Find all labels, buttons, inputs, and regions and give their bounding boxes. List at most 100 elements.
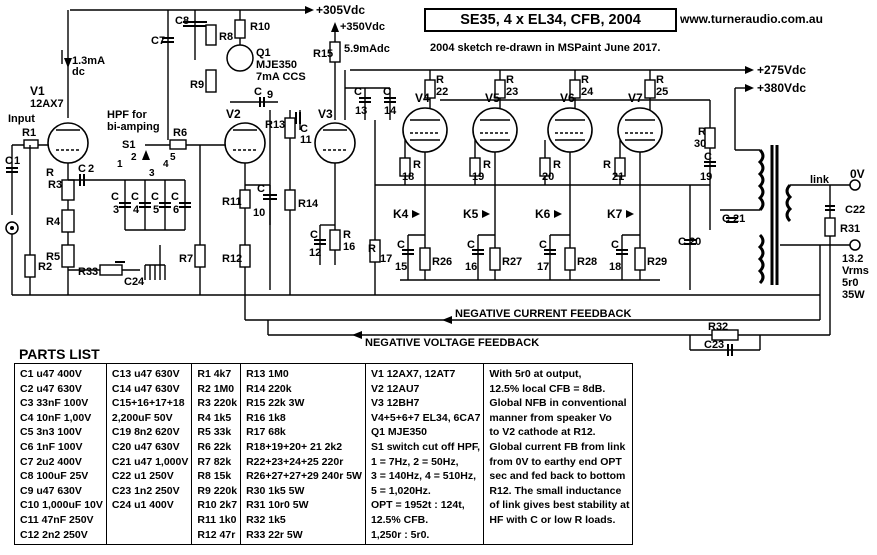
resistor-r11 (239, 189, 251, 209)
svg-text:C: C (397, 239, 405, 251)
svg-text:2: 2 (88, 163, 94, 175)
tube-v2 (224, 122, 266, 164)
parts-list-line: C11 47nF 250V (20, 513, 94, 526)
svg-text:C22: C22 (845, 204, 865, 216)
parts-list-line: R3 220k (197, 397, 238, 410)
svg-text:11: 11 (300, 134, 312, 146)
parts-list-line: C8 100uF 25V (20, 470, 89, 483)
tube-v4-label: V4 (415, 91, 430, 105)
svg-text:17: 17 (380, 253, 392, 265)
opt-primary-lower (757, 233, 765, 285)
svg-text:17: 17 (537, 261, 549, 273)
parts-list-line: C22 u1 250V (111, 470, 174, 483)
parts-list-line: C12 2n2 250V (20, 528, 88, 541)
svg-text:C: C (539, 239, 547, 251)
tube-v7 (617, 107, 663, 153)
parts-list-line: C14 u47 630V (111, 382, 180, 395)
svg-text:R8: R8 (219, 31, 233, 43)
zero-volt-label: 0V (850, 167, 865, 181)
svg-text:Vrms: Vrms (842, 265, 869, 277)
svg-text:R6: R6 (173, 127, 187, 139)
output-stage-v7: R 25 V7 R 21 K7 C 18 R29 (603, 70, 668, 280)
resistor-r12 (239, 244, 251, 268)
parts-list-line: R17 68k (246, 426, 286, 439)
transistor-q1 (226, 44, 254, 72)
resistor-r8 (205, 24, 217, 46)
parts-list-line: Q1 MJE350 (370, 426, 427, 439)
svg-text:20: 20 (542, 171, 554, 183)
resistor-r25 (644, 79, 656, 99)
parts-list-line: C21 u47 1,000V (111, 455, 189, 468)
parts-list-line: C9 u47 630V (20, 484, 82, 497)
output-terminal-hot (849, 239, 861, 251)
svg-text:C24: C24 (124, 276, 145, 288)
resistor-r31 (824, 217, 836, 237)
parts-list-line: from 0V to earthy end OPT (489, 455, 622, 468)
output-stage-v6: R 24 V6 R 20 K6 C 17 R28 (535, 70, 597, 280)
parts-list-line: R2 1M0 (197, 382, 235, 395)
rail-380v-arrow (745, 84, 754, 92)
parts-list-line: R7 82k (197, 455, 232, 468)
switch-s1: S1 (122, 139, 135, 151)
resistor-r22 (424, 79, 436, 99)
svg-text:6: 6 (173, 204, 179, 216)
svg-text:R: R (506, 74, 514, 86)
tube-v6 (547, 107, 593, 153)
svg-text:1.3mA: 1.3mA (72, 55, 105, 67)
website-url: www.turneraudio.com.au (680, 12, 823, 26)
parts-list-line: HF with C or low R loads. (489, 513, 616, 526)
resistor-r26 (419, 247, 431, 271)
svg-text:R32: R32 (708, 321, 728, 333)
resistor-r1 (23, 139, 39, 149)
rail-275v-label: +275Vdc (757, 63, 806, 77)
svg-text:13.2: 13.2 (842, 253, 863, 265)
svg-text:R11: R11 (222, 196, 242, 208)
parts-list-line: C23 1n2 250V (111, 484, 180, 497)
svg-text:R: R (436, 74, 444, 86)
svg-text:C: C (383, 86, 391, 98)
rail-275v-arrow (745, 66, 754, 74)
parts-list-line: R15 22k 3W (246, 397, 305, 410)
svg-text:C: C (722, 213, 730, 225)
parts-list-line: 1,250r : 5r0. (370, 528, 430, 541)
svg-text:21: 21 (733, 213, 745, 225)
svg-text:R4: R4 (46, 216, 61, 228)
parts-list-line: R9 220k (197, 484, 238, 497)
svg-text:C 20: C 20 (678, 236, 701, 248)
parts-list-line: 3 = 140Hz, 4 = 510Hz, (370, 470, 477, 483)
svg-text:C8: C8 (175, 15, 189, 27)
opt-primary-upper (757, 148, 765, 212)
schematic-title: SE35, 4 x EL34, CFB, 2004 (424, 8, 677, 32)
svg-text:C23: C23 (704, 339, 724, 351)
svg-text:23: 23 (506, 86, 518, 98)
tube-v2-label: V2 (226, 107, 241, 121)
cathode-tap-k6: K6 (535, 207, 551, 221)
svg-text:C: C (78, 163, 86, 175)
parts-list-line: R6 22k (197, 440, 232, 453)
svg-text:R31: R31 (840, 223, 860, 235)
svg-text:R1: R1 (22, 127, 36, 139)
svg-text:30: 30 (694, 138, 706, 150)
parts-list-line: C1 u47 400V (20, 368, 82, 380)
resistor-r18 (399, 157, 411, 177)
parts-list-line: C20 u47 630V (111, 440, 180, 453)
parts-list-line: to V2 cathode at R12. (489, 426, 596, 439)
resistor-r32 (711, 329, 739, 341)
resistor-r27 (489, 247, 501, 271)
parts-list-line: S1 switch cut off HPF, (370, 440, 481, 453)
tube-v3 (314, 122, 356, 164)
parts-list-line: C7 2u2 400V (20, 455, 82, 468)
resistor-r9 (205, 69, 217, 93)
parts-list-line: With 5r0 at output, (489, 368, 582, 380)
resistor-r4 (61, 209, 75, 233)
parts-list-line: V2 12AU7 (370, 382, 420, 395)
svg-text:24: 24 (581, 86, 594, 98)
resistor-r7 (194, 244, 206, 268)
svg-text:18: 18 (402, 171, 414, 183)
svg-text:C: C (151, 191, 159, 203)
resistor-r14 (284, 189, 296, 211)
